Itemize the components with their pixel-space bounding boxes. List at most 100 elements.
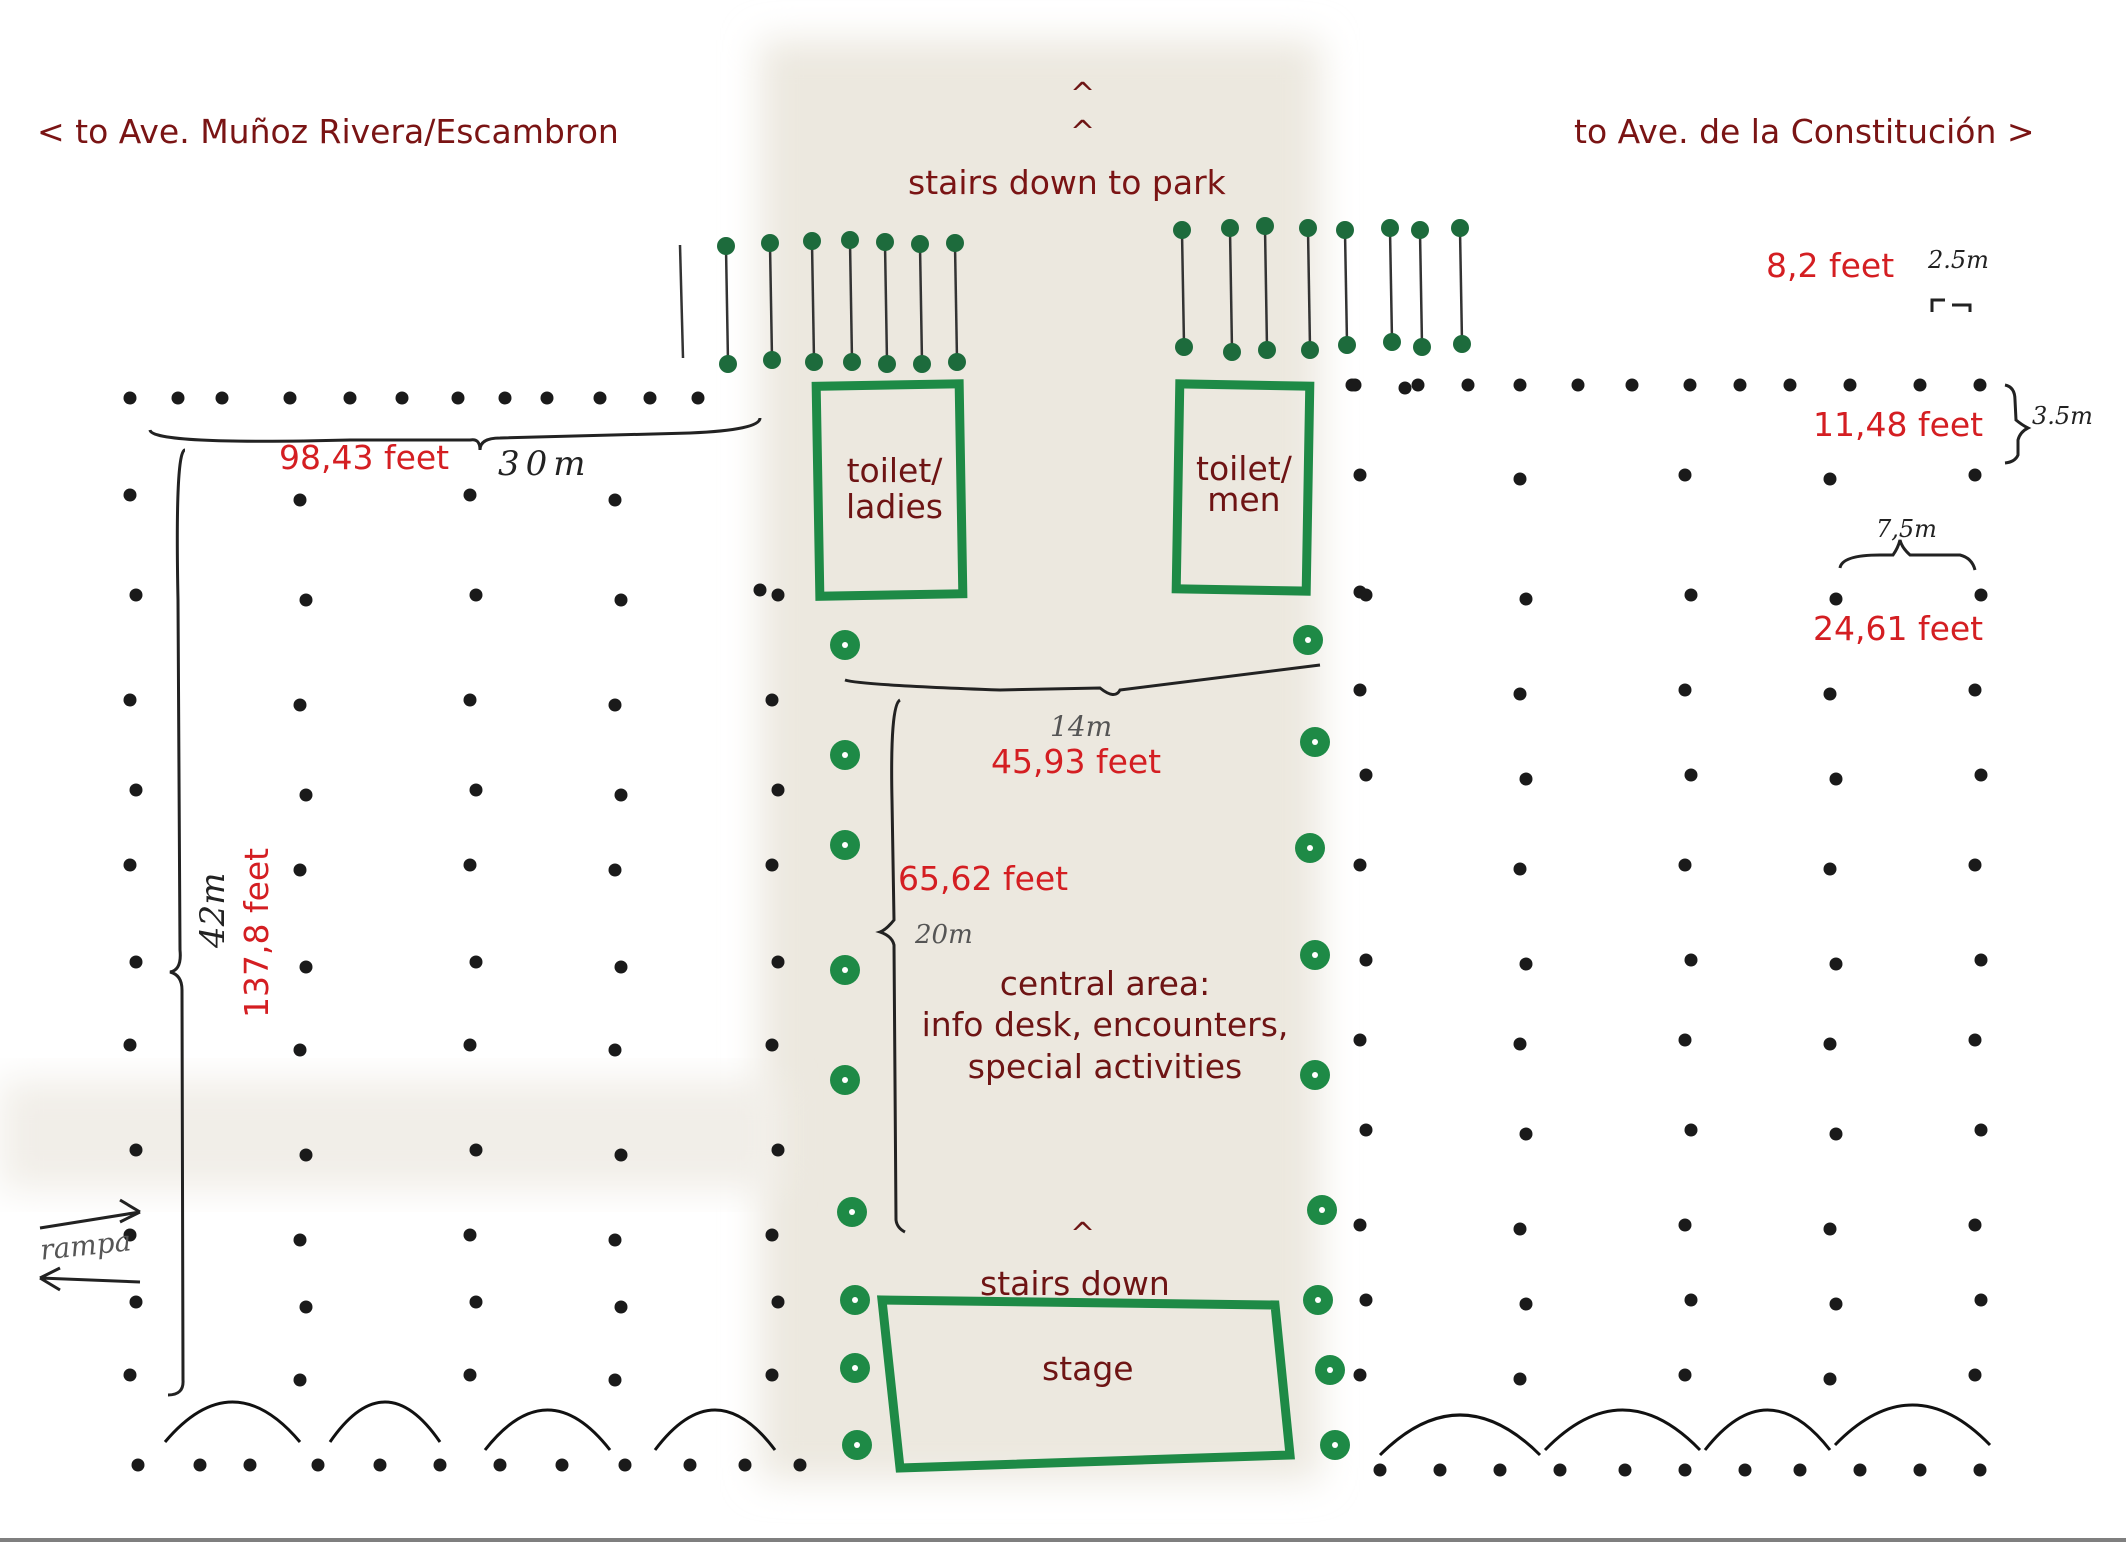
tree-trunk-line bbox=[724, 247, 730, 363]
post-dot bbox=[1353, 683, 1367, 697]
height-left-metric: 42m bbox=[193, 872, 233, 948]
post-dot bbox=[171, 391, 185, 405]
post-dot bbox=[1913, 1463, 1927, 1477]
post-dot bbox=[608, 1043, 622, 1057]
stairs-down-caret: ^ bbox=[1070, 1217, 1096, 1252]
post-dot bbox=[1683, 378, 1697, 392]
post-dot bbox=[1968, 1033, 1982, 1047]
post-dot bbox=[1678, 1368, 1692, 1382]
tree-trunk-line bbox=[1228, 229, 1234, 351]
tree-base bbox=[913, 355, 931, 373]
post-dot bbox=[1684, 1123, 1698, 1137]
direction-right-label: to Ave. de la Constitución > bbox=[1574, 112, 2035, 151]
post-dot bbox=[608, 1233, 622, 1247]
post-dot bbox=[1353, 585, 1367, 599]
tree-top bbox=[717, 237, 735, 255]
post-dot bbox=[1345, 378, 1359, 392]
post-dot bbox=[1513, 472, 1527, 486]
post-dot bbox=[765, 1368, 779, 1382]
post-dot bbox=[555, 1458, 569, 1472]
post-dot bbox=[765, 1228, 779, 1242]
post-dot bbox=[1968, 1218, 1982, 1232]
width-left-feet: 98,43 feet bbox=[279, 438, 450, 477]
tree-top bbox=[1381, 219, 1399, 237]
toilet-men-label: toilet/ men bbox=[1196, 449, 1292, 520]
post-dot bbox=[614, 1300, 628, 1314]
tree-trunk-line bbox=[1306, 229, 1312, 349]
post-dot bbox=[1684, 1293, 1698, 1307]
brace-20m bbox=[875, 698, 906, 1234]
post-dot bbox=[193, 1458, 207, 1472]
post-dot bbox=[1684, 953, 1698, 967]
post-dot bbox=[1829, 957, 1843, 971]
post-dot bbox=[1353, 858, 1367, 872]
brace-30m bbox=[148, 417, 762, 451]
post-dot bbox=[683, 1458, 697, 1472]
brace-14m bbox=[844, 663, 1321, 696]
toilet-ladies-label: toilet/ ladies bbox=[846, 451, 944, 527]
tree-base bbox=[1223, 343, 1241, 361]
post-dot bbox=[129, 588, 143, 602]
column-gap-metric: 7,5m bbox=[1876, 515, 1937, 543]
post-dot bbox=[1823, 1037, 1837, 1051]
post-dot bbox=[1353, 1218, 1367, 1232]
central-width-metric: 14m bbox=[1050, 710, 1113, 743]
post-dot bbox=[1793, 1463, 1807, 1477]
tree-trunk-line bbox=[848, 241, 854, 361]
post-dot bbox=[1843, 378, 1857, 392]
tree-top bbox=[1256, 217, 1274, 235]
tree-base bbox=[843, 353, 861, 371]
post-dot bbox=[1974, 588, 1988, 602]
tree-trunk-line bbox=[1180, 231, 1186, 346]
tree-top bbox=[1173, 221, 1191, 239]
post-dot bbox=[215, 391, 229, 405]
tree-trunk-line bbox=[883, 243, 889, 363]
post-dot bbox=[469, 588, 483, 602]
post-dot bbox=[1513, 378, 1527, 392]
post-dot bbox=[1678, 683, 1692, 697]
post-dot bbox=[1359, 1293, 1373, 1307]
post-dot bbox=[1513, 1222, 1527, 1236]
post-dot bbox=[1968, 1368, 1982, 1382]
canopy-arch bbox=[1833, 1403, 1992, 1447]
post-grid bbox=[123, 378, 1988, 1477]
height-left-feet: 137,8 feet bbox=[237, 847, 276, 1018]
post-dot bbox=[1513, 1037, 1527, 1051]
green-column-center bbox=[1327, 1367, 1333, 1373]
toilet-men-outline bbox=[1171, 379, 1315, 596]
green-columns bbox=[830, 625, 1350, 1460]
post-dot bbox=[771, 1295, 785, 1309]
green-column-center bbox=[1307, 845, 1313, 851]
post-dot bbox=[1823, 687, 1837, 701]
post-dot bbox=[738, 1458, 752, 1472]
post-dot bbox=[123, 1368, 137, 1382]
post-dot bbox=[293, 863, 307, 877]
stall-gap-metric: 2.5m bbox=[1928, 246, 1989, 274]
post-dot bbox=[293, 1233, 307, 1247]
brace-3-5m bbox=[2004, 383, 2032, 465]
post-dot bbox=[1973, 378, 1987, 392]
post-dot bbox=[463, 1228, 477, 1242]
tree-top bbox=[841, 231, 859, 249]
post-dot bbox=[1398, 381, 1412, 395]
post-dot bbox=[293, 493, 307, 507]
post-dot bbox=[1411, 378, 1425, 392]
post-dot bbox=[1684, 588, 1698, 602]
post-dot bbox=[1829, 1297, 1843, 1311]
bottom-arches bbox=[163, 1400, 1992, 1457]
post-dot bbox=[129, 783, 143, 797]
green-column-center bbox=[842, 842, 848, 848]
post-dot bbox=[299, 1300, 313, 1314]
post-dot bbox=[1829, 592, 1843, 606]
post-dot bbox=[299, 1148, 313, 1162]
green-column-center bbox=[1312, 952, 1318, 958]
canopy-arch bbox=[653, 1408, 777, 1451]
green-column-center bbox=[852, 1365, 858, 1371]
post-dot bbox=[463, 858, 477, 872]
stage-label: stage bbox=[1042, 1349, 1134, 1388]
tree-base bbox=[1301, 341, 1319, 359]
bottom-border-line bbox=[0, 1538, 2126, 1542]
post-dot bbox=[293, 1043, 307, 1057]
post-dot bbox=[123, 391, 137, 405]
